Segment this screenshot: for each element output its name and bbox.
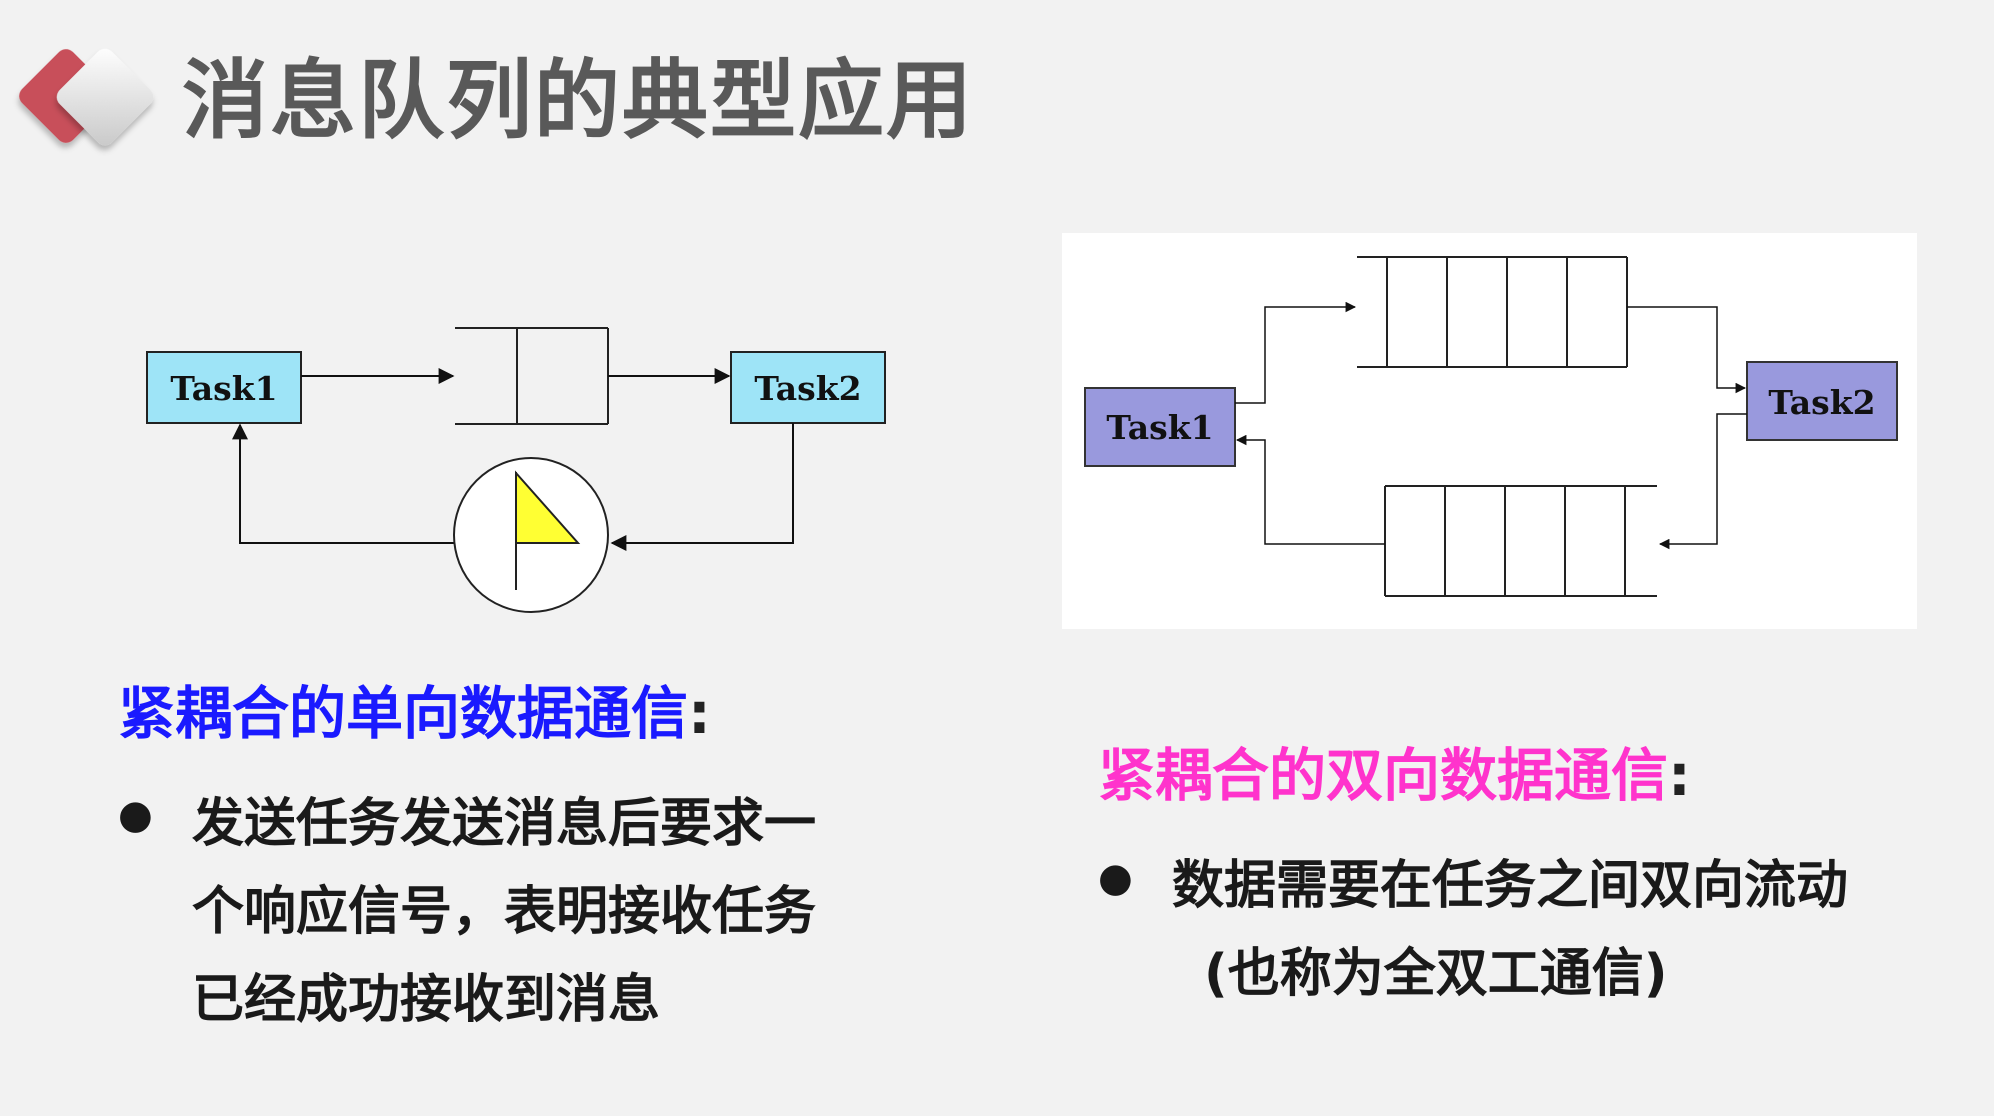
bullet-dot-icon: ● [1098, 855, 1133, 901]
two-way-heading-text: 紧耦合的双向数据通信 [1098, 743, 1668, 809]
one-way-heading: 紧耦合的单向数据通信: [118, 680, 711, 748]
task2-label: Task2 [1768, 383, 1875, 422]
task1-box-left: Task1 [146, 351, 302, 424]
message-queue-top [1357, 256, 1628, 368]
task2-label: Task2 [754, 369, 861, 408]
one-way-heading-text: 紧耦合的单向数据通信 [118, 681, 688, 747]
description-line: 数据需要在任务之间双向流动 [1172, 856, 1849, 916]
task1-label: Task1 [1106, 408, 1213, 447]
arrows-left [232, 368, 794, 551]
two-way-heading: 紧耦合的双向数据通信: [1098, 742, 1691, 810]
description-line: 已经成功接收到消息 [192, 970, 661, 1030]
arrows-right [1235, 301, 1747, 550]
task2-box-left: Task2 [730, 351, 886, 424]
message-queue-left [455, 327, 609, 425]
flag-semaphore-icon [453, 457, 609, 613]
bullet-dot-icon: ● [118, 792, 153, 838]
heading-colon: : [1668, 743, 1691, 809]
description-line: 个响应信号，表明接收任务 [192, 882, 817, 942]
one-way-description: 发送任务发送消息后要求一 个响应信号，表明接收任务 已经成功接收到消息 [192, 780, 816, 1044]
description-line: 发送任务发送消息后要求一 [192, 794, 817, 854]
diamond-logo-icon [19, 48, 154, 146]
page-title: 消息队列的典型应用 [182, 51, 974, 151]
two-way-description: 数据需要在任务之间双向流动 (也称为全双工通信) [1172, 842, 1848, 1018]
two-way-diagram-canvas: Task1 Task2 [1084, 256, 1898, 597]
one-way-communication-diagram: Task1 Task2 [146, 327, 886, 613]
task2-box-right: Task2 [1746, 361, 1898, 441]
heading-colon: : [688, 681, 711, 747]
task1-label: Task1 [170, 369, 277, 408]
message-queue-bottom [1384, 485, 1657, 597]
task1-box-right: Task1 [1084, 387, 1236, 467]
two-way-communication-diagram: Task1 Task2 [1062, 233, 1917, 629]
description-line: (也称为全双工通信) [1204, 944, 1668, 1004]
